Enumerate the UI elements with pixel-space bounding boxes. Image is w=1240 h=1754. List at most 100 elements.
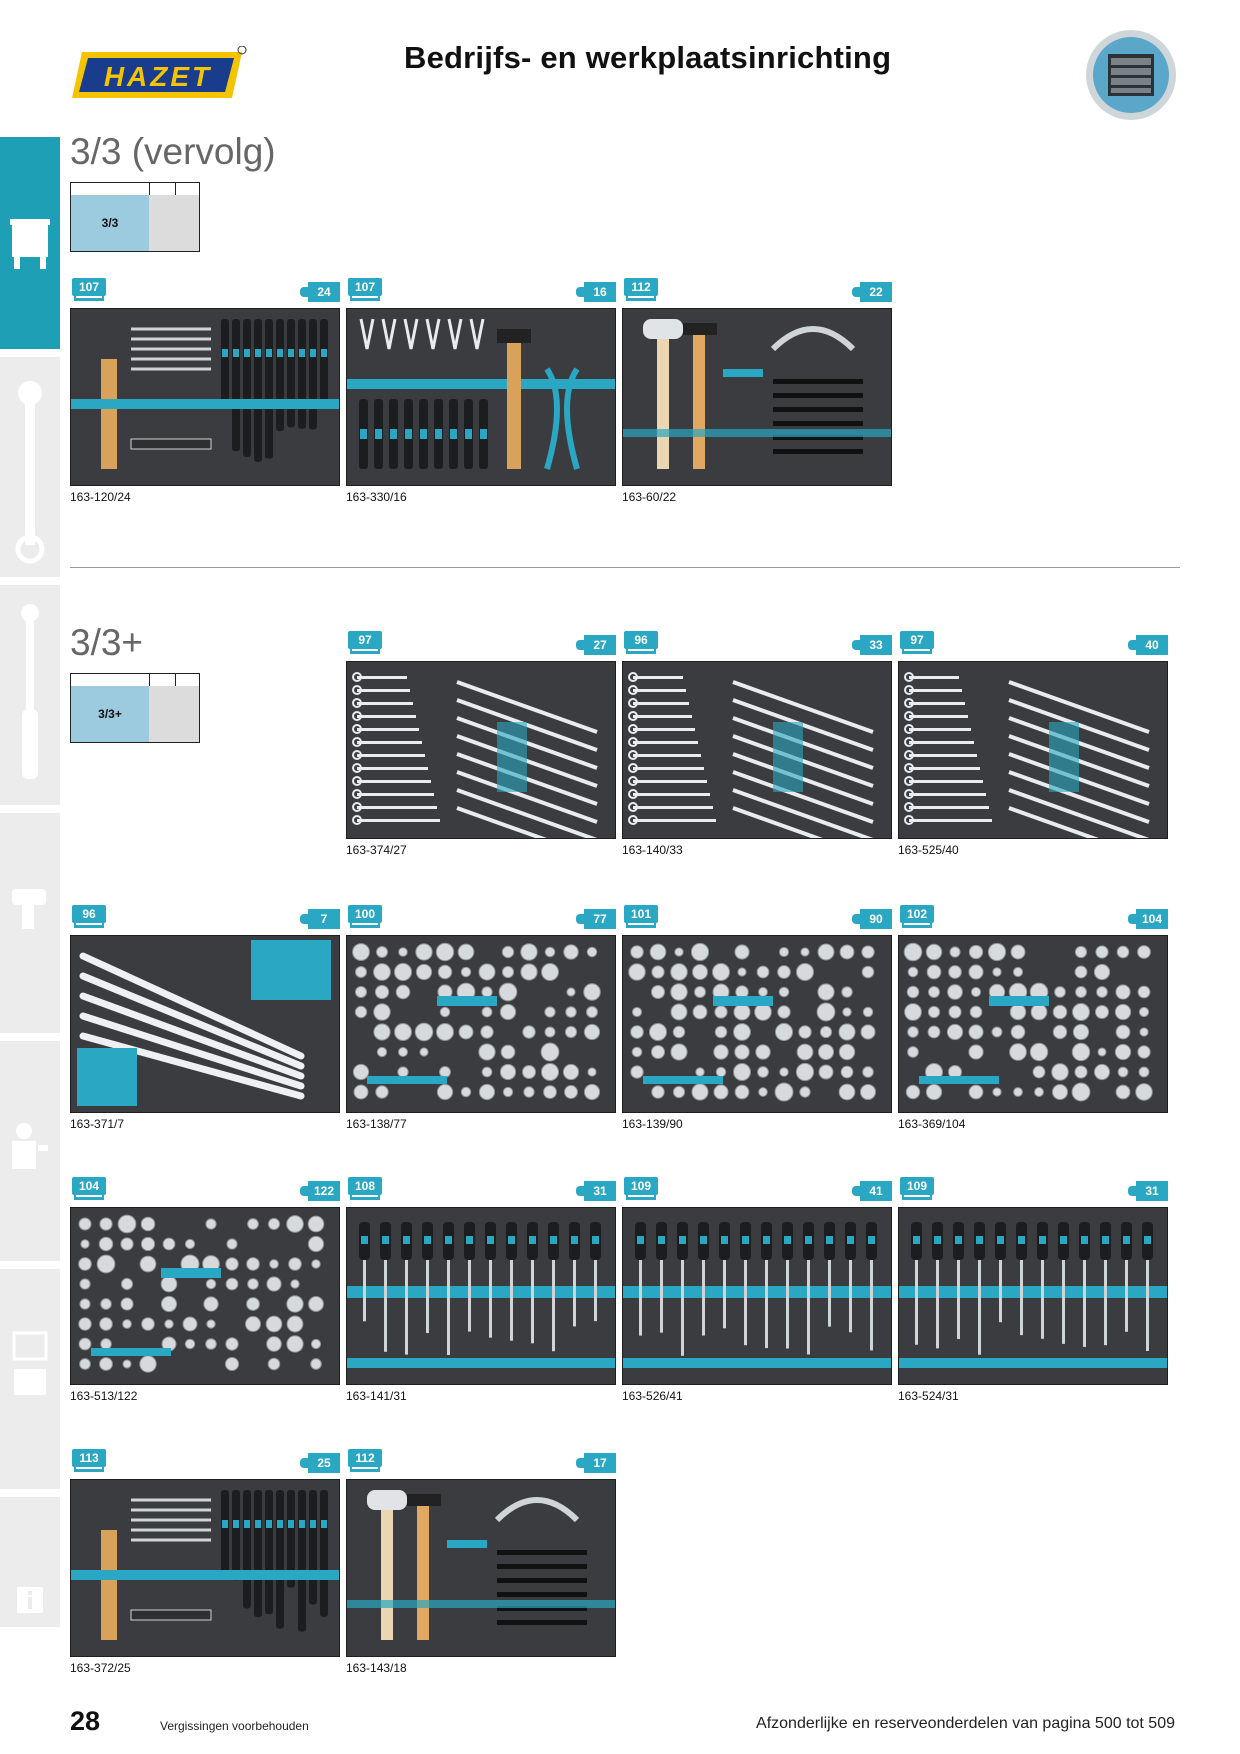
nav-tab-torque[interactable] xyxy=(0,585,60,805)
product-card[interactable]: 107 24 163-120/24 xyxy=(70,278,340,514)
piece-count-badge: 40 xyxy=(1128,635,1168,655)
tool-tray-image xyxy=(70,1207,340,1385)
footer-spare-parts-note: Afzonderlijke en reserveonderdelen van p… xyxy=(756,1715,1175,1732)
piece-count-badge: 104 xyxy=(1128,909,1168,929)
hazet-logo: HAZET xyxy=(72,45,248,104)
catalog-page-number: 96 xyxy=(624,631,658,649)
section-title-3-3-plus: 3/3+ xyxy=(70,622,144,663)
article-number: 163-140/33 xyxy=(622,843,683,857)
catalog-page-number: 100 xyxy=(348,905,382,923)
page-title: Bedrijfs- en werkplaatsinrichting xyxy=(404,40,892,75)
tool-tray-image xyxy=(346,308,616,486)
catalog-page-book-icon: 107 xyxy=(348,278,384,302)
piece-count-badge: 41 xyxy=(852,1181,892,1201)
tool-cart-icon xyxy=(0,215,60,273)
tool-tray-image xyxy=(898,661,1168,839)
catalog-page-book-icon: 109 xyxy=(624,1177,660,1201)
nav-tab-air-tools[interactable] xyxy=(0,813,60,1033)
info-icon xyxy=(0,1585,60,1615)
catalog-page-number: 113 xyxy=(72,1449,106,1467)
catalog-page-book-icon: 96 xyxy=(72,905,108,929)
piece-count-badge: 16 xyxy=(576,282,616,302)
article-number: 163-374/27 xyxy=(346,843,407,857)
product-card[interactable]: 109 31 163-524/31 xyxy=(898,1177,1168,1413)
tool-tray-image xyxy=(898,935,1168,1113)
wrench-icon xyxy=(0,377,60,567)
product-card[interactable]: 97 27 163-374/27 xyxy=(346,631,616,867)
product-card[interactable]: 97 40 163-525/40 xyxy=(898,631,1168,867)
catalog-page-number: 96 xyxy=(72,905,106,923)
catalog-page-number: 109 xyxy=(624,1177,658,1195)
catalog-page-number: 108 xyxy=(348,1177,382,1195)
tool-tray-image xyxy=(346,661,616,839)
tool-tray-image xyxy=(70,1479,340,1657)
piece-count-badge: 77 xyxy=(576,909,616,929)
product-card[interactable]: 101 90 163-139/90 xyxy=(622,905,892,1141)
module-selector-label: 3/3 xyxy=(101,216,119,230)
tool-tray-image xyxy=(346,1479,616,1657)
article-number: 163-120/24 xyxy=(70,490,131,504)
catalog-page-book-icon: 97 xyxy=(348,631,384,655)
piece-count-badge: 17 xyxy=(576,1453,616,1473)
nav-tab-wrenches[interactable] xyxy=(0,357,60,577)
catalog-page-book-icon: 109 xyxy=(900,1177,936,1201)
piece-count-badge: 33 xyxy=(852,635,892,655)
product-card[interactable]: 104 122 163-513/122 xyxy=(70,1177,340,1413)
tool-tray-image xyxy=(622,308,892,486)
catalog-page-book-icon: 112 xyxy=(348,1449,384,1473)
product-card[interactable]: 96 7 163-371/7 xyxy=(70,905,340,1141)
product-card[interactable]: 113 25 163-372/25 xyxy=(70,1449,340,1685)
product-card[interactable]: 109 41 163-526/41 xyxy=(622,1177,892,1413)
article-number: 163-525/40 xyxy=(898,843,959,857)
tool-tray-image xyxy=(70,308,340,486)
piece-count-badge: 90 xyxy=(852,909,892,929)
product-card[interactable]: 112 22 163-60/22 xyxy=(622,278,892,514)
catalog-page-book-icon: 104 xyxy=(72,1177,108,1201)
catalog-page-number: 104 xyxy=(72,1177,106,1195)
section-title-3-3-vervolg: 3/3 (vervolg) xyxy=(70,131,276,172)
article-number: 163-371/7 xyxy=(70,1117,125,1131)
catalog-page-book-icon: 107 xyxy=(72,278,108,302)
product-card[interactable]: 108 31 163-141/31 xyxy=(346,1177,616,1413)
product-card[interactable]: 100 77 163-138/77 xyxy=(346,905,616,1141)
product-card[interactable]: 112 17 163-143/18 xyxy=(346,1449,616,1685)
catalog-page-number: 97 xyxy=(348,631,382,649)
catalog-page-number: 112 xyxy=(348,1449,382,1467)
footer-disclaimer: Vergissingen voorbehouden xyxy=(160,1719,309,1733)
impact-gun-icon xyxy=(0,883,60,933)
catalog-page-number: 109 xyxy=(900,1177,934,1195)
catalog-page-book-icon: 102 xyxy=(900,905,936,929)
side-nav-rail xyxy=(0,0,60,1754)
tool-tray-image xyxy=(622,935,892,1113)
catalog-page-number: 107 xyxy=(72,278,106,296)
piece-count-badge: 24 xyxy=(300,282,340,302)
article-number: 163-60/22 xyxy=(622,490,677,504)
catalog-page-book-icon: 100 xyxy=(348,905,384,929)
piece-count-badge: 7 xyxy=(300,909,340,929)
product-card[interactable]: 107 16 163-330/16 xyxy=(346,278,616,514)
article-number: 163-143/18 xyxy=(346,1661,407,1675)
category-tool-cart-icon xyxy=(1084,28,1178,122)
product-card[interactable]: 102 104 163-369/104 xyxy=(898,905,1168,1141)
nav-tab-workshop-equipment[interactable] xyxy=(0,137,60,349)
nav-tab-vehicle[interactable] xyxy=(0,1269,60,1489)
nav-tab-service[interactable] xyxy=(0,1041,60,1261)
section-divider xyxy=(70,567,1180,568)
catalog-page-book-icon: 96 xyxy=(624,631,660,655)
torque-wrench-icon xyxy=(0,599,60,789)
nav-tab-info[interactable] xyxy=(0,1497,60,1627)
tool-tray-image xyxy=(346,1207,616,1385)
product-card[interactable]: 96 33 163-140/33 xyxy=(622,631,892,867)
article-number: 163-524/31 xyxy=(898,1389,959,1403)
article-number: 163-141/31 xyxy=(346,1389,407,1403)
catalog-page-book-icon: 112 xyxy=(624,278,660,302)
catalog-page-book-icon: 108 xyxy=(348,1177,384,1201)
page-number: 28 xyxy=(70,1706,101,1736)
piece-count-badge: 27 xyxy=(576,635,616,655)
article-number: 163-369/104 xyxy=(898,1117,966,1131)
article-number: 163-372/25 xyxy=(70,1661,131,1675)
catalog-page-number: 97 xyxy=(900,631,934,649)
module-selector-3-3: 3/3 xyxy=(70,182,200,252)
tool-tray-image xyxy=(622,661,892,839)
module-selector-3-3-plus: 3/3+ xyxy=(70,673,200,743)
